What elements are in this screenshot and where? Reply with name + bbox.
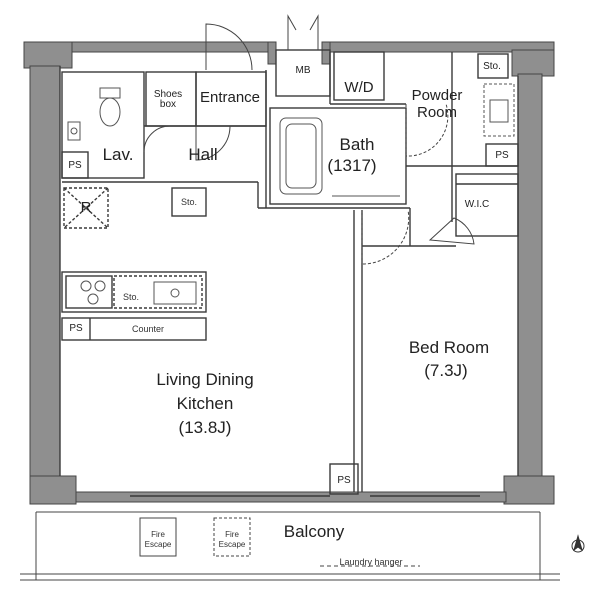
interior-walls [59,49,519,497]
wd-label: W/D [344,79,374,96]
sto-hall-label: Sto. [180,197,198,207]
mb-label: MB [295,65,311,76]
north-arrow-icon [571,534,585,553]
entrance-label: Entrance [199,89,261,106]
bath-label: Bath [339,135,375,154]
outer-walls [23,41,555,505]
refrigerator-label: R [80,199,92,216]
fixtures [67,83,515,305]
laundry-hanger-label: Laundry hanger [339,557,403,567]
ldk-label: Living Dining Kitchen (13.8J) [156,370,254,437]
lav-label: Lav. [102,145,134,164]
balcony-area [20,511,560,581]
wic-label: W.I.C [464,199,490,210]
counter-label: Counter [131,324,165,334]
door-swings [143,14,475,265]
bed-room-size-label: (7.3J) [424,361,468,380]
hall-label: Hall [188,145,218,164]
bed-room-label: Bed Room [408,338,490,357]
balcony-label: Balcony [283,522,345,541]
ps-powder-label: PS [495,150,509,161]
ps-counter-label: PS [69,323,83,334]
sto-counter-label: Sto. [122,292,140,302]
bath-size-label: (1317) [327,156,377,175]
ps-bottom-label: PS [337,475,351,486]
sto-top-right-label: Sto. [483,61,501,72]
ps-lav-label: PS [68,160,82,171]
